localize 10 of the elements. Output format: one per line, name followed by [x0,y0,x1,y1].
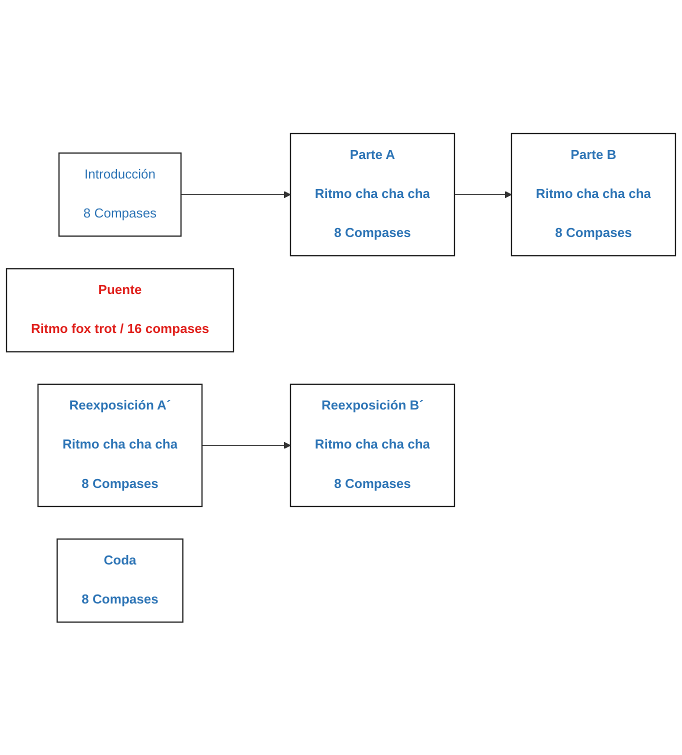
node-box: Puente Ritmo fox trot / 16 compases [6,268,234,352]
node-box: Parte A Ritmo cha cha cha 8 Compases [290,132,456,256]
node-box: Introducción 8 Compases [58,152,182,236]
node-box: Parte B Ritmo cha cha cha 8 Compases [510,132,676,256]
arrow [454,190,512,198]
arrow [180,190,291,198]
node-box: Reexposición B´ Ritmo cha cha cha 8 Compases [290,383,456,507]
node-box: Reexposición A´ Ritmo cha cha cha 8 Compases [37,383,203,507]
arrow [202,442,291,449]
node-box: Coda 8 Compases [56,538,184,622]
